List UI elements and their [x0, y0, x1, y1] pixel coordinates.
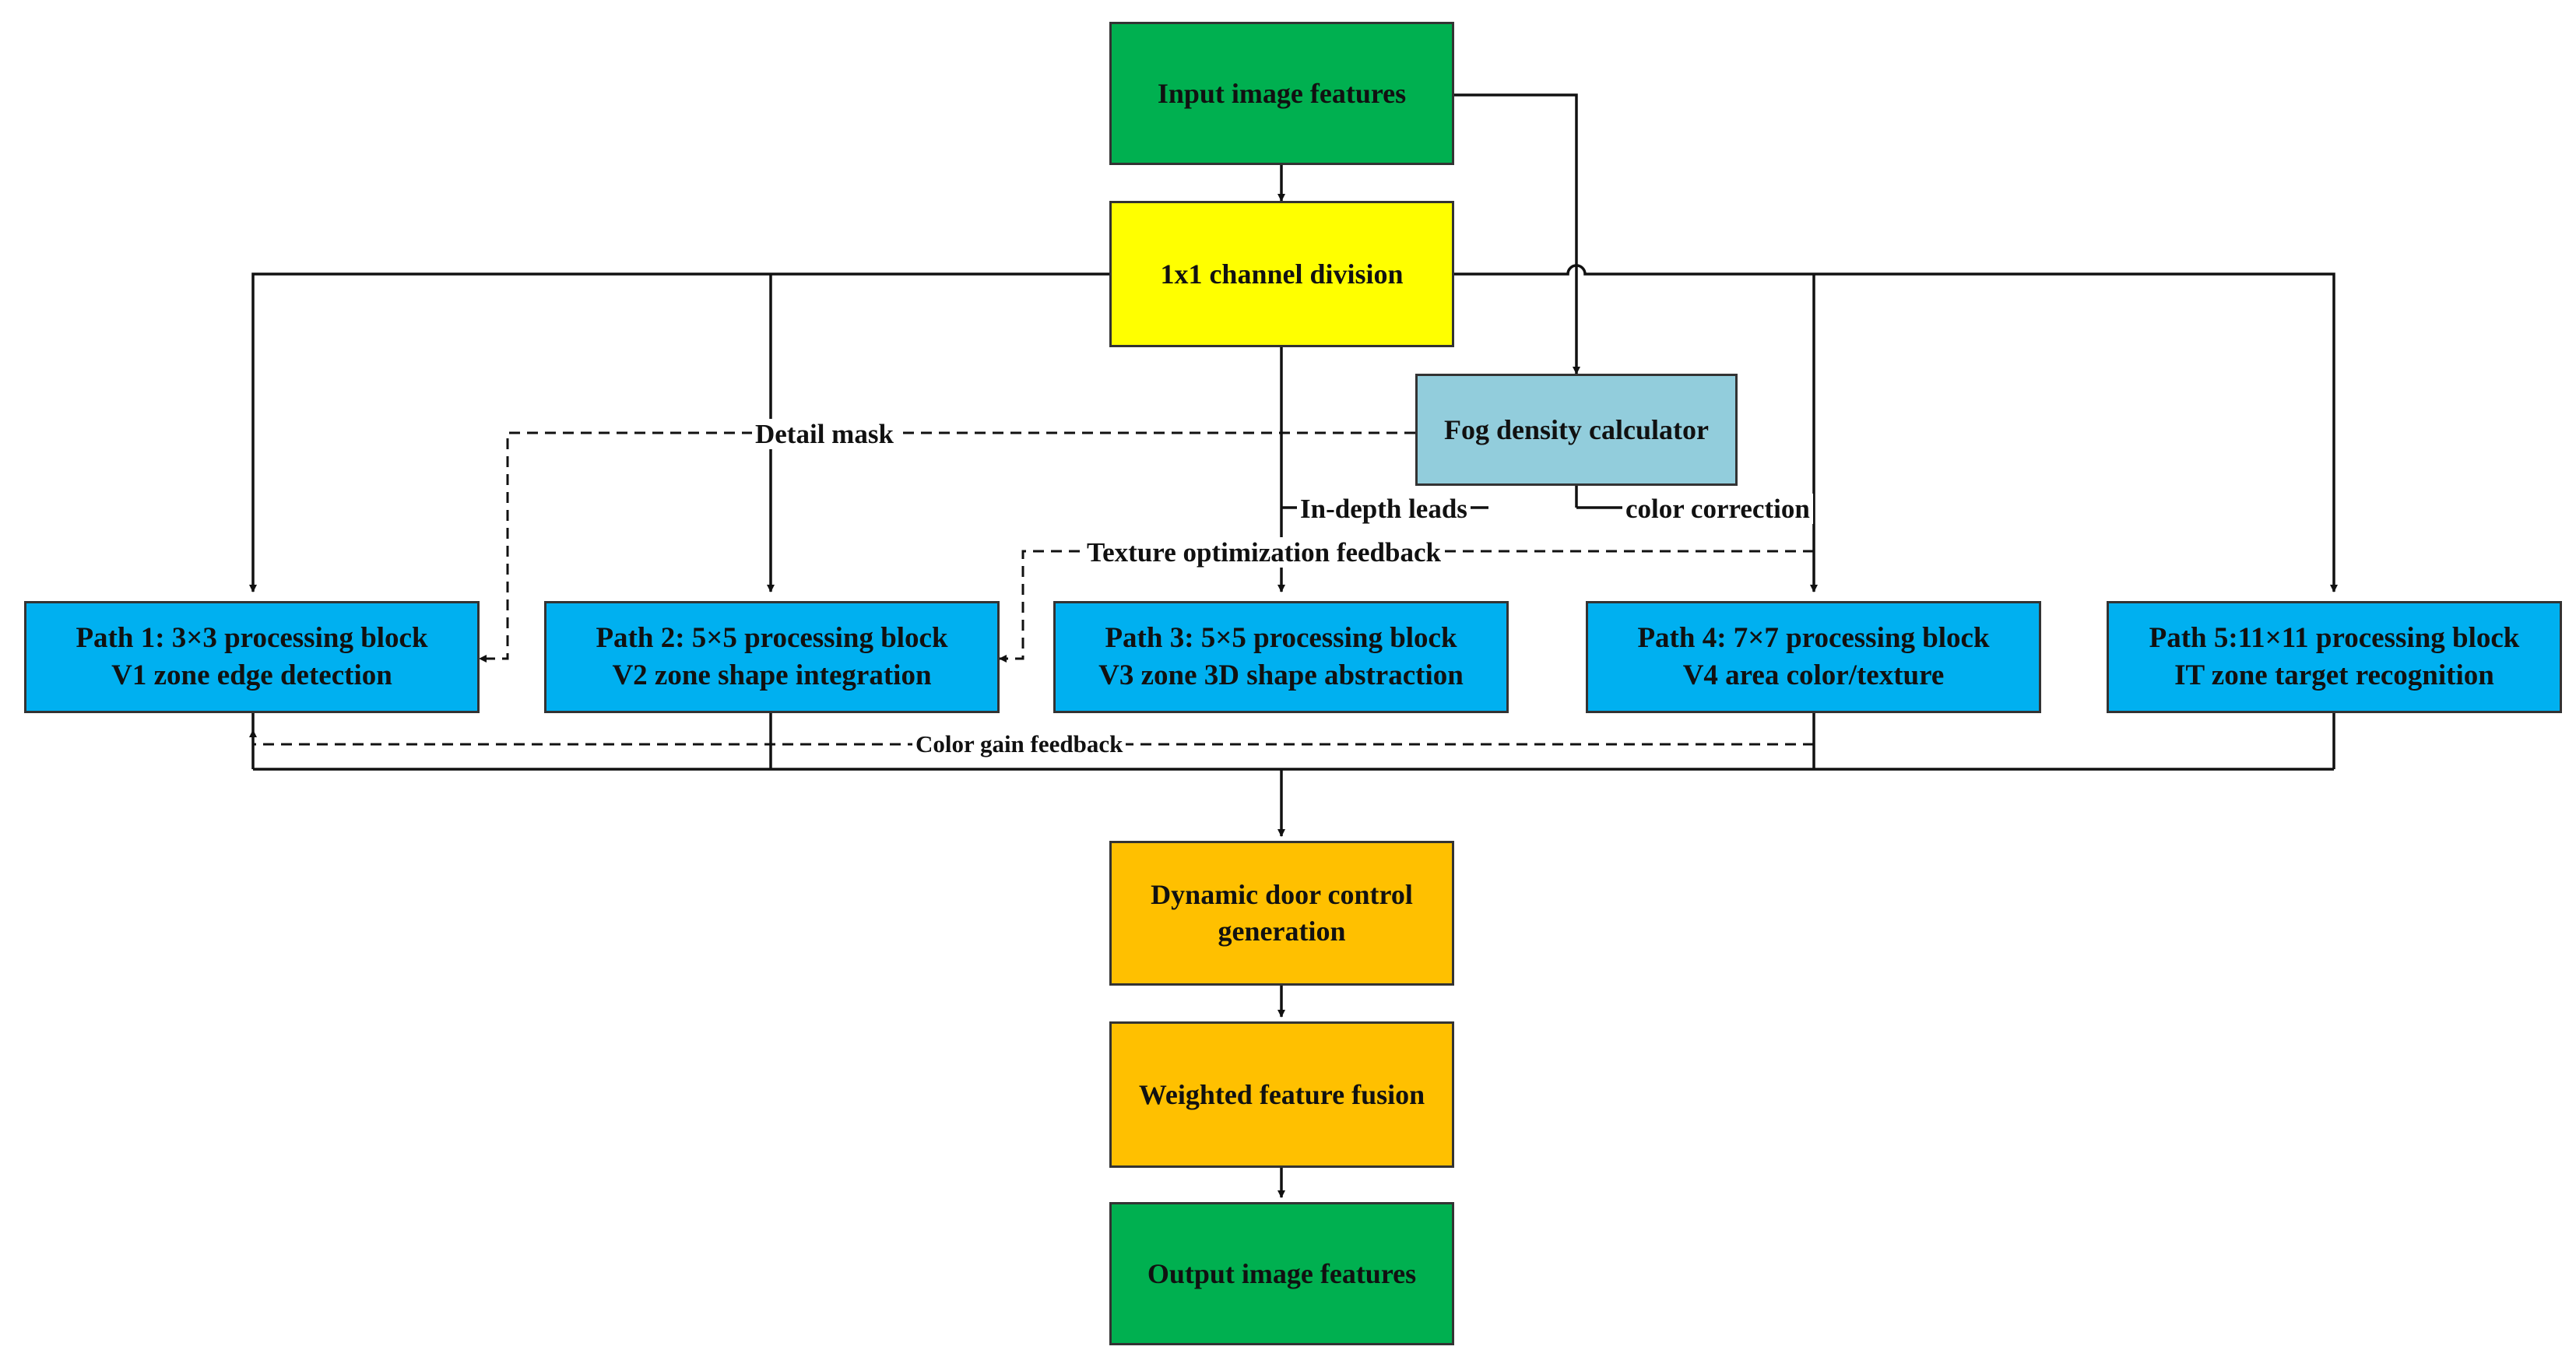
label-detail-mask: Detail mask — [752, 419, 897, 449]
path2-subtitle: V2 zone shape integration — [612, 659, 932, 691]
path5-title: Path 5:11×11 processing block — [2149, 621, 2520, 654]
edge-detail-mask — [479, 431, 1415, 663]
path2-title: Path 2: 5×5 processing block — [596, 621, 948, 654]
label-in-depth-leads: In-depth leads — [1297, 494, 1471, 524]
label-color-correction: color correction — [1622, 494, 1813, 524]
weighted-fusion-label: Weighted feature fusion — [1138, 1078, 1425, 1110]
path4-title: Path 4: 7×7 processing block — [1637, 621, 1990, 654]
path4-subtitle: V4 area color/texture — [1682, 659, 1945, 691]
edge-division-branch-right — [1454, 264, 2338, 592]
dynamic-gate-line2: generation — [1218, 916, 1346, 947]
edge-input-to-fog — [1454, 93, 1580, 374]
output-features-box: Output image features — [1109, 1202, 1454, 1345]
path3-box: Path 3: 5×5 processing block V3 zone 3D … — [1053, 601, 1509, 713]
path1-subtitle: V1 zone edge detection — [111, 659, 392, 691]
dynamic-gate-box: Dynamic door control generation — [1109, 841, 1454, 986]
path5-subtitle: IT zone target recognition — [2174, 659, 2494, 691]
path5-box: Path 5:11×11 processing block IT zone ta… — [2107, 601, 2562, 713]
path3-title: Path 3: 5×5 processing block — [1105, 621, 1457, 654]
path2-box: Path 2: 5×5 processing block V2 zone sha… — [544, 601, 1000, 713]
path1-title: Path 1: 3×3 processing block — [76, 621, 428, 654]
edge-division-branch-left — [249, 272, 1109, 592]
channel-division-box: 1x1 channel division — [1109, 201, 1454, 347]
fog-density-calculator-label: Fog density calculator — [1444, 413, 1709, 445]
dynamic-gate-line1: Dynamic door control — [1151, 879, 1413, 911]
path1-box: Path 1: 3×3 processing block V1 zone edg… — [24, 601, 480, 713]
input-features-box: Input image features — [1109, 22, 1454, 165]
weighted-fusion-box: Weighted feature fusion — [1109, 1021, 1454, 1168]
label-color-gain-feedback: Color gain feedback — [912, 730, 1126, 758]
input-features-label: Input image features — [1157, 77, 1407, 109]
path4-box: Path 4: 7×7 processing block V4 area col… — [1586, 601, 2041, 713]
output-features-label: Output image features — [1147, 1257, 1417, 1289]
fog-density-calculator-box: Fog density calculator — [1415, 374, 1738, 486]
channel-division-label: 1x1 channel division — [1160, 258, 1404, 290]
edge-color-gain-feedback — [249, 729, 1814, 746]
path3-subtitle: V3 zone 3D shape abstraction — [1098, 659, 1464, 691]
label-texture-feedback: Texture optimization feedback — [1084, 537, 1444, 568]
